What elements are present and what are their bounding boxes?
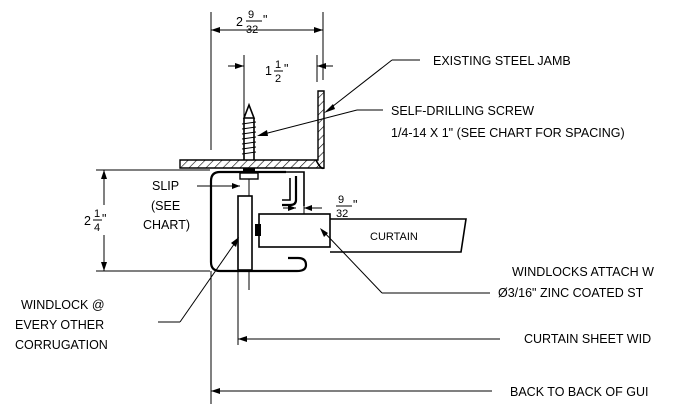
dim-inner-den: 2 xyxy=(275,73,281,85)
windlocks-label-line1: WINDLOCKS ATTACH W xyxy=(512,265,654,279)
dim-gap-num: 9 xyxy=(338,194,344,206)
dimension-curtain-sheet-width: CURTAIN SHEET WID xyxy=(237,270,651,346)
dimension-overall-width: 2 9 32 " xyxy=(210,9,324,150)
slip-label-line1: SLIP xyxy=(152,179,179,193)
dim-height-den: 4 xyxy=(94,222,100,234)
dim-inner-whole: 1 xyxy=(265,64,272,78)
curtain-sheet-width-label: CURTAIN SHEET WID xyxy=(524,332,651,346)
note-windlocks-attach: WINDLOCKS ATTACH W Ø3/16" ZINC COATED ST xyxy=(320,228,654,300)
dimension-height: 2 1 4 " xyxy=(84,169,210,272)
guide-channel xyxy=(209,170,308,273)
dim-height-whole: 2 xyxy=(84,214,91,228)
dim-gap-mark: " xyxy=(353,198,357,212)
screw-label-line2: 1/4-14 X 1" (SEE CHART FOR SPACING) xyxy=(391,126,625,140)
slip-label-line3: CHART) xyxy=(143,218,190,232)
curtain: CURTAIN xyxy=(255,213,467,253)
note-steel-jamb: EXISTING STEEL JAMB xyxy=(324,54,571,113)
dim-height-mark: " xyxy=(102,212,106,226)
dimension-inner-width: 1 1 2 " xyxy=(228,55,333,125)
steel-jamb xyxy=(179,90,325,170)
note-screw: SELF-DRILLING SCREW 1/4-14 X 1" (SEE CHA… xyxy=(257,104,625,140)
slip-label-line2: (SEE xyxy=(151,199,180,213)
screw-label-line1: SELF-DRILLING SCREW xyxy=(391,104,534,118)
dim-inner-num: 1 xyxy=(275,59,281,71)
dim-inner-mark: " xyxy=(284,62,288,76)
curtain-label: CURTAIN xyxy=(370,231,418,243)
back-to-back-label: BACK TO BACK OF GUI xyxy=(510,385,648,399)
jamb-label: EXISTING STEEL JAMB xyxy=(433,54,571,68)
note-windlock: WINDLOCK @ EVERY OTHER CORRUGATION xyxy=(15,237,239,352)
dim-overall-den: 32 xyxy=(246,24,258,36)
dim-height-num: 1 xyxy=(94,208,100,220)
windlocks-label-line2: Ø3/16" ZINC COATED ST xyxy=(498,286,644,300)
dim-gap-den: 32 xyxy=(336,208,348,220)
note-slip: SLIP (SEE CHART) xyxy=(143,179,240,232)
dim-overall-mark: " xyxy=(263,13,267,27)
windlock-label-line2: EVERY OTHER xyxy=(15,318,104,332)
windlock-label-line1: WINDLOCK @ xyxy=(21,298,105,312)
windlock-label-line3: CORRUGATION xyxy=(15,338,108,352)
dim-overall-num: 9 xyxy=(248,9,254,21)
dimension-back-to-back: BACK TO BACK OF GUI xyxy=(210,271,648,404)
dim-overall-whole: 2 xyxy=(236,15,243,29)
dimension-gap: 9 32 " xyxy=(283,178,357,220)
